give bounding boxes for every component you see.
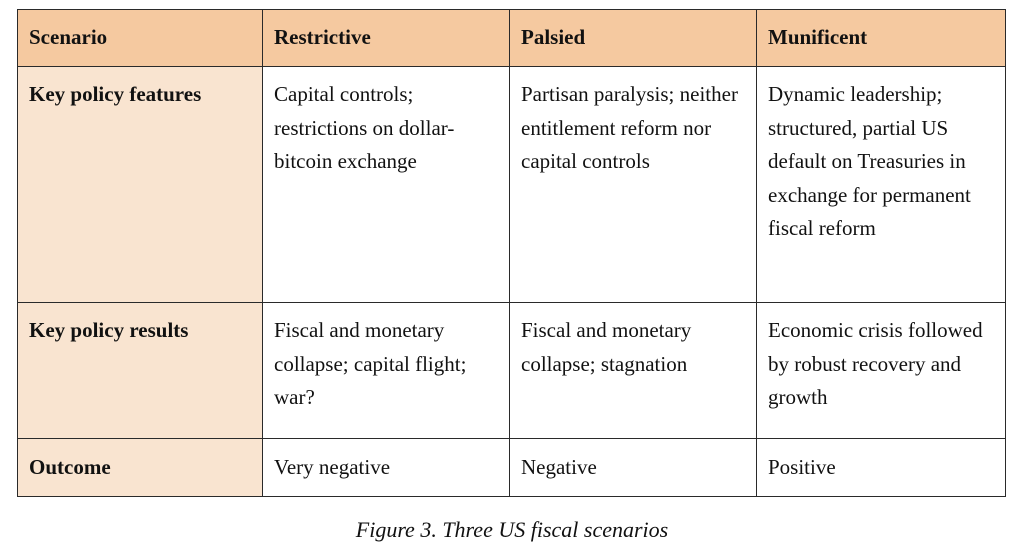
table-row-key-policy-features: Key policy features Capital controls; re…	[17, 66, 1006, 303]
cell-text: Fiscal and monetary collapse; capital fl…	[274, 318, 467, 409]
cell-text: Capital controls; restrictions on dollar…	[274, 82, 455, 173]
table-cell-munificent: Dynamic leadership; structured, partial …	[756, 66, 1006, 303]
row-label: Key policy results	[17, 302, 263, 439]
row-label: Outcome	[17, 438, 263, 497]
table-cell-palsied: Fiscal and monetary collapse; stagnation	[509, 302, 757, 439]
header-row: Scenario Restrictive Palsied Munificent	[17, 9, 1006, 67]
table-cell-restrictive: Very negative	[262, 438, 510, 497]
header-cell-munificent: Munificent	[756, 9, 1006, 67]
table-body: Key policy features Capital controls; re…	[17, 66, 1006, 497]
table-header: Scenario Restrictive Palsied Munificent	[17, 9, 1006, 67]
table-cell-munificent: Economic crisis followed by robust recov…	[756, 302, 1006, 439]
table-cell-restrictive: Fiscal and monetary collapse; capital fl…	[262, 302, 510, 439]
table-row-key-policy-results: Key policy results Fiscal and monetary c…	[17, 302, 1006, 439]
row-label: Key policy features	[17, 66, 263, 303]
header-cell-restrictive: Restrictive	[262, 9, 510, 67]
table-row-outcome: Outcome Very negative Negative Positive	[17, 438, 1006, 497]
cell-text: Negative	[521, 454, 597, 479]
cell-text: Partisan paralysis; neither entitlement …	[521, 82, 738, 173]
table-cell-munificent: Positive	[756, 438, 1006, 497]
header-cell-palsied: Palsied	[509, 9, 757, 67]
cell-text: Economic crisis followed by robust recov…	[768, 318, 983, 409]
cell-text: Very negative	[274, 454, 391, 479]
table-cell-palsied: Negative	[509, 438, 757, 497]
figure-caption: Figure 3. Three US fiscal scenarios	[355, 517, 669, 542]
cell-text: Fiscal and monetary collapse; stagnation	[521, 318, 692, 376]
cell-text: Dynamic leadership; structured, partial …	[768, 82, 971, 240]
table-cell-restrictive: Capital controls; restrictions on dollar…	[262, 66, 510, 303]
cell-text: Positive	[768, 454, 836, 479]
table-cell-palsied: Partisan paralysis; neither entitlement …	[509, 66, 757, 303]
scenario-table: Scenario Restrictive Palsied Munificent …	[17, 9, 1006, 497]
header-cell-scenario: Scenario	[17, 9, 263, 67]
